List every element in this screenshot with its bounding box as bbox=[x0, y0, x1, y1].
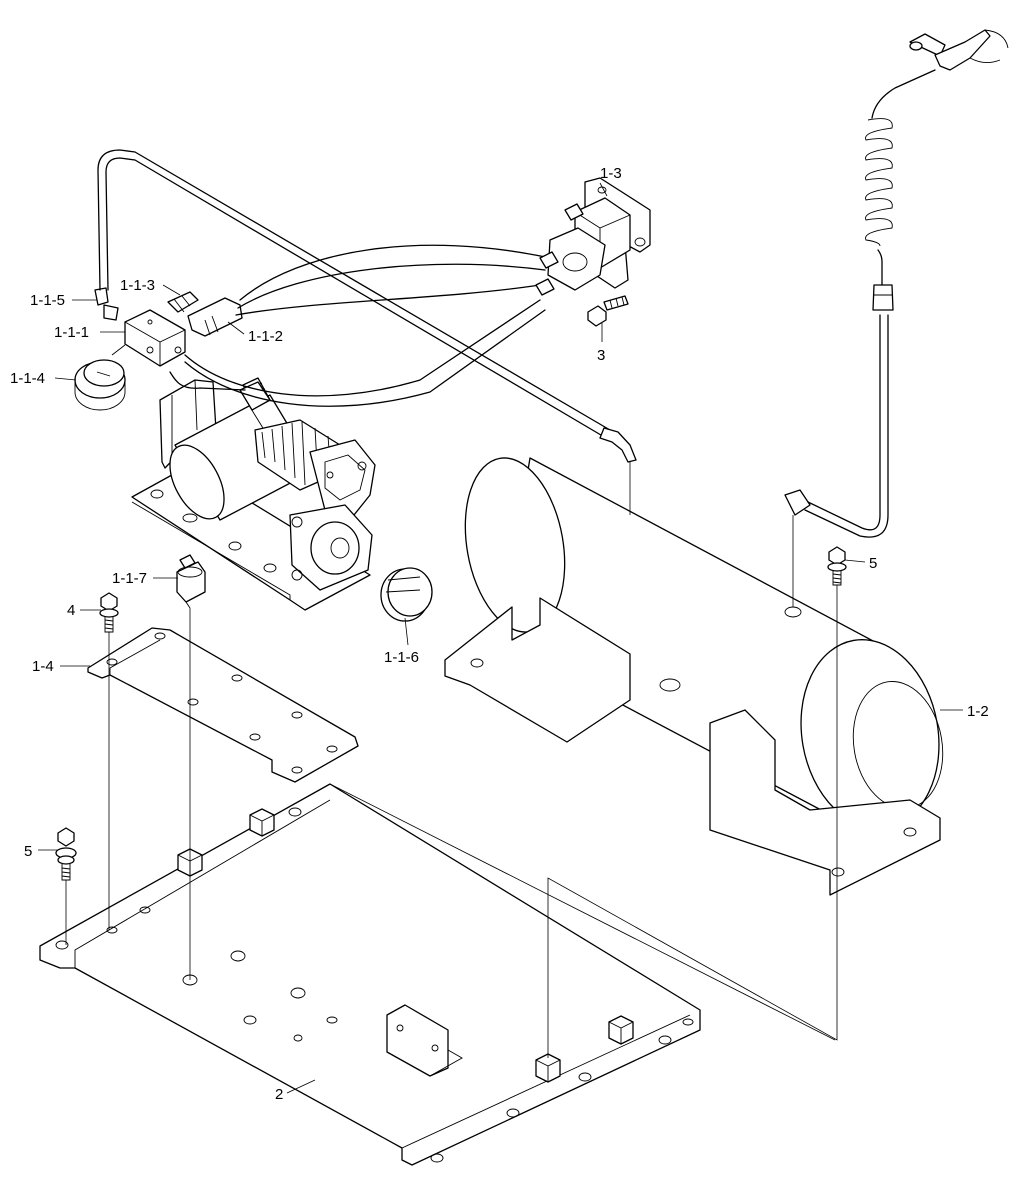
air-lines bbox=[97, 29, 1009, 538]
base-plate bbox=[39, 783, 701, 1166]
label-4: 4 bbox=[67, 602, 75, 619]
air-tank bbox=[444, 457, 944, 896]
center-lines bbox=[65, 462, 838, 1058]
label-5-top: 5 bbox=[869, 555, 877, 572]
label-2: 2 bbox=[275, 1086, 283, 1103]
compressor bbox=[131, 377, 376, 611]
hardware bbox=[55, 295, 847, 881]
leader-lines bbox=[38, 182, 963, 1094]
mounting-plate bbox=[87, 627, 359, 783]
label-1-1-4: 1-1-4 bbox=[10, 370, 45, 387]
label-1-1-6: 1-1-6 bbox=[384, 649, 419, 666]
label-1-1-3: 1-1-3 bbox=[120, 277, 155, 294]
label-1-4: 1-4 bbox=[32, 658, 54, 675]
label-1-1-1: 1-1-1 bbox=[54, 324, 89, 341]
label-1-1-2: 1-1-2 bbox=[248, 328, 283, 345]
label-3: 3 bbox=[597, 347, 605, 364]
label-1-2: 1-2 bbox=[967, 703, 989, 720]
solenoid-valve bbox=[535, 177, 651, 296]
label-5-left: 5 bbox=[24, 843, 32, 860]
manifold-assembly bbox=[74, 287, 271, 411]
part-labels: 1-1-5 1-1-3 1-1-1 1-1-2 1-1-4 1-3 3 1-1-… bbox=[10, 165, 989, 1103]
label-1-1-7: 1-1-7 bbox=[112, 570, 147, 587]
label-1-3: 1-3 bbox=[600, 165, 622, 182]
label-1-1-5: 1-1-5 bbox=[30, 292, 65, 309]
